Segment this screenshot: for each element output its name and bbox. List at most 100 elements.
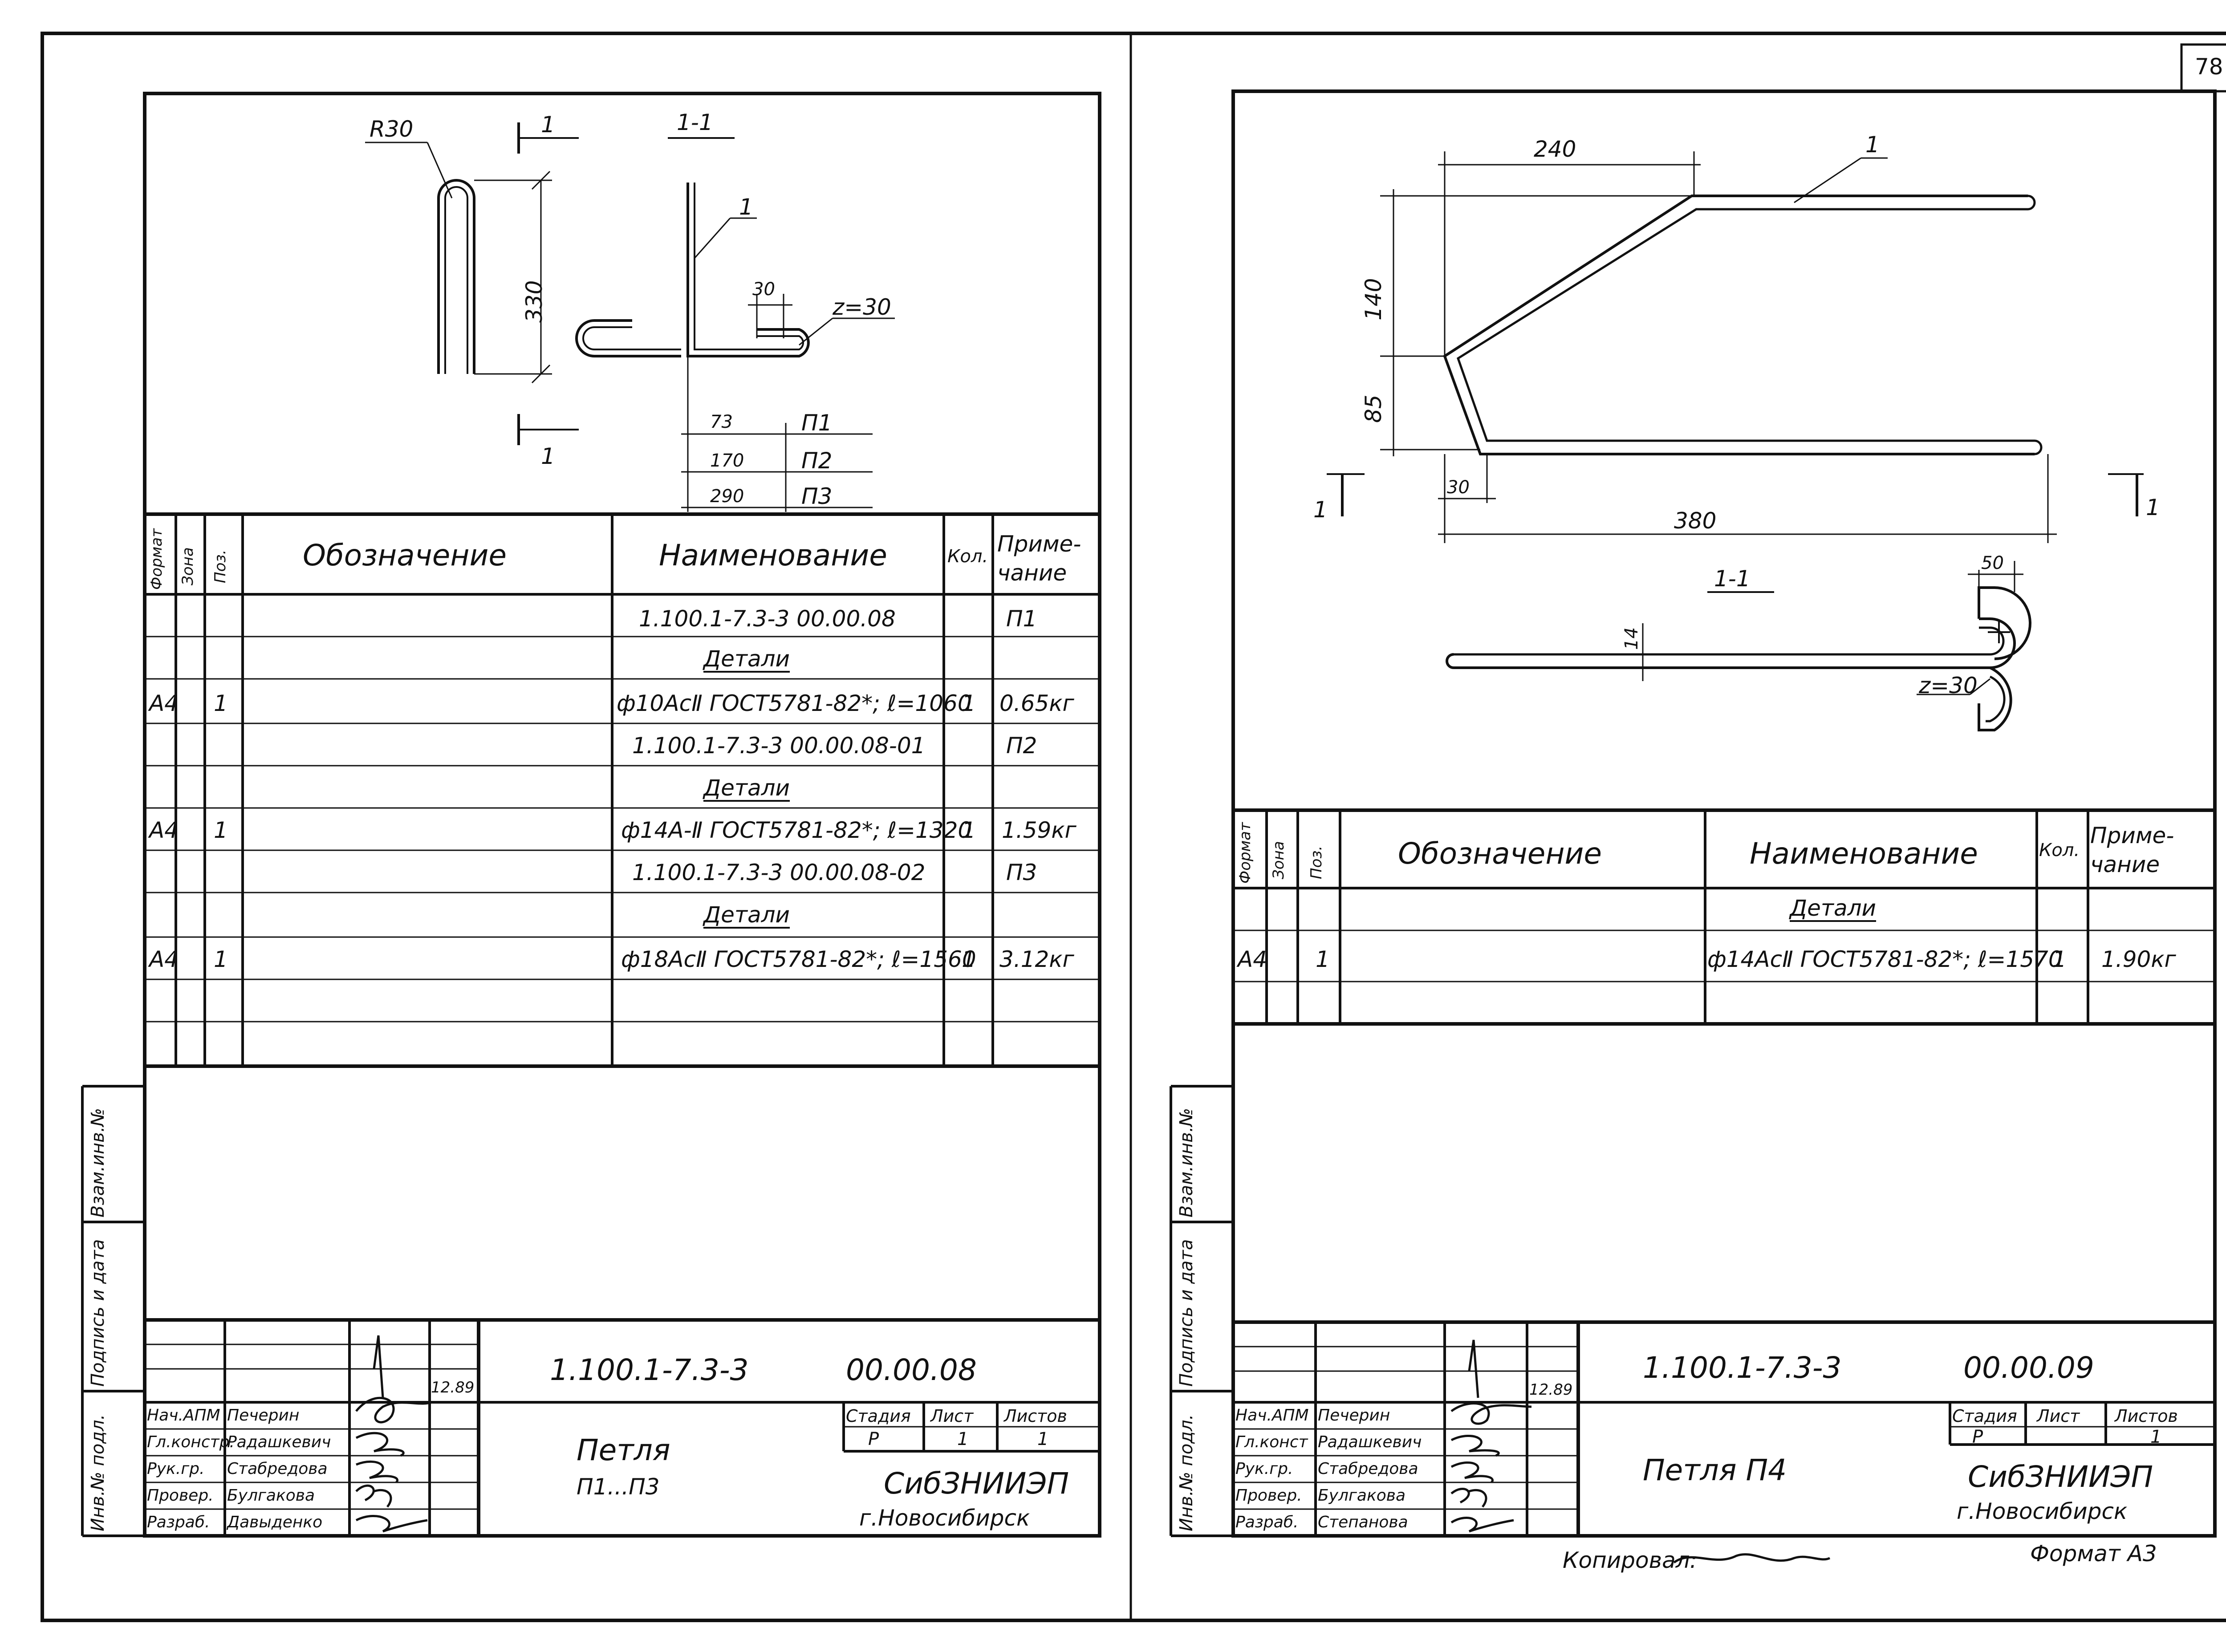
- drawing-title: Петля: [577, 1433, 670, 1467]
- person-name: Радашкевич: [1318, 1433, 1422, 1451]
- org-city: г.Новосибирск: [1957, 1498, 2128, 1524]
- sheet-header: Лист: [930, 1406, 974, 1426]
- position-leader: 1: [1865, 132, 1880, 158]
- position-leader: 1: [739, 194, 753, 220]
- header-name: Наименование: [659, 538, 887, 572]
- bend-label: z=30: [1919, 673, 1978, 698]
- row-name: ф14А-Ⅱ ГОСТ5781-82*; ℓ=1320: [621, 817, 972, 843]
- row-qty: 1: [2052, 946, 2067, 972]
- dim-170: 170: [710, 451, 744, 471]
- row-note: 0.65кг: [999, 690, 1074, 716]
- section-header: Детали: [703, 902, 790, 928]
- signatures: [355, 1335, 1831, 1564]
- role: Провер.: [147, 1486, 214, 1505]
- dim-140: 140: [1361, 278, 1386, 321]
- section-mark-right: 1: [2146, 495, 2160, 520]
- org-name: СибЗНИИЭП: [884, 1466, 1069, 1501]
- dim-330: 330: [521, 280, 547, 323]
- row-qty: 1: [962, 690, 976, 716]
- row-format: А4: [149, 690, 179, 716]
- stage-header: Стадия: [1952, 1406, 2017, 1426]
- header-designation: Обозначение: [303, 538, 507, 572]
- doc-number: 00.00.09: [1963, 1351, 2094, 1385]
- side-label-inv-zam: Взам.инв.№: [1176, 1108, 1197, 1218]
- sheet-value: 1: [957, 1429, 969, 1449]
- dim-30: 30: [1447, 477, 1470, 498]
- row-note: 1.90кг: [2101, 946, 2176, 972]
- doc-code: 1.100.1-7.3-3: [1643, 1351, 1842, 1385]
- header-note: Приме- чание: [997, 531, 1081, 586]
- row-note: П1: [1006, 606, 1037, 632]
- drawing-subtitle: П1...П3: [577, 1474, 660, 1500]
- section-mark-top: 1: [541, 112, 555, 138]
- header-qty: Кол.: [947, 546, 988, 567]
- dim-240: 240: [1534, 136, 1576, 162]
- bend-label: z=30: [833, 294, 891, 320]
- person-name: Стабредова: [227, 1460, 328, 1478]
- row-format: А4: [149, 817, 179, 843]
- section-title: 1-1: [677, 110, 713, 135]
- section-header: Детали: [703, 646, 790, 672]
- role: Нач.АПМ: [147, 1406, 220, 1425]
- side-label-sign-date: Подпись и дата: [1176, 1239, 1197, 1387]
- stage-value: Р: [1972, 1427, 1983, 1447]
- section-title: 1-1: [1714, 566, 1751, 592]
- sheets-value: 1: [1037, 1429, 1049, 1449]
- row-name: 1.100.1-7.3-3 00.00.08-02: [632, 860, 926, 885]
- person-name: Радашкевич: [227, 1433, 331, 1451]
- side-label-inv-podl: Инв.№ подл.: [88, 1414, 108, 1531]
- label-p3: П3: [801, 483, 833, 509]
- role: Разраб.: [147, 1513, 210, 1531]
- side-label-inv-podl: Инв.№ подл.: [1176, 1414, 1197, 1531]
- row-note: П3: [1006, 860, 1037, 885]
- role: Гл.конст: [1235, 1433, 1308, 1451]
- dim-73: 73: [710, 412, 733, 432]
- sheets-header: Листов: [1004, 1406, 1067, 1426]
- stage-header: Стадия: [846, 1406, 911, 1426]
- date: 12.89: [1529, 1381, 1573, 1399]
- page-number: 78: [2195, 54, 2223, 80]
- header-format: Формат: [1236, 822, 1254, 884]
- header-pos: Поз.: [211, 549, 229, 583]
- sheet-header: Лист: [2037, 1406, 2080, 1426]
- header-zone: Зона: [179, 547, 197, 585]
- format-label: Формат А3: [2030, 1541, 2157, 1567]
- doc-number: 00.00.08: [846, 1353, 977, 1387]
- header-note: Приме- чание: [2090, 823, 2174, 877]
- dim-30: 30: [752, 279, 775, 300]
- header-qty: Кол.: [2039, 840, 2080, 861]
- row-name: ф10АсⅡ ГОСТ5781-82*; ℓ=1060: [617, 690, 972, 716]
- copied-label: Копировал:: [1563, 1547, 1698, 1573]
- role: Провер.: [1235, 1486, 1302, 1505]
- dim-290: 290: [710, 486, 744, 507]
- org-city: г.Новосибирск: [859, 1505, 1030, 1531]
- header-format: Формат: [148, 528, 166, 590]
- right-frame: [1231, 89, 2217, 1538]
- drawing-title: Петля П4: [1643, 1453, 1787, 1487]
- section-header: Детали: [703, 775, 790, 801]
- role: Рук.гр.: [147, 1460, 205, 1478]
- doc-code: 1.100.1-7.3-3: [550, 1353, 749, 1387]
- row-qty: 1: [962, 817, 976, 843]
- org-name: СибЗНИИЭП: [1968, 1460, 2153, 1494]
- header-name: Наименование: [1750, 836, 1978, 871]
- row-note: П2: [1006, 733, 1037, 759]
- loop-p4-plan: [1443, 195, 2035, 455]
- dim-85: 85: [1361, 394, 1386, 423]
- section-mark-left: 1: [1313, 497, 1328, 523]
- role: Рук.гр.: [1235, 1460, 1293, 1478]
- row-pos: 1: [214, 817, 228, 843]
- person-name: Степанова: [1318, 1513, 1408, 1531]
- radius-label: R30: [370, 116, 414, 142]
- dim-50: 50: [1981, 553, 2004, 573]
- row-note: 3.12кг: [999, 946, 1074, 972]
- side-label-inv-zam: Взам.инв.№: [88, 1108, 108, 1218]
- person-name: Печерин: [1318, 1406, 1390, 1425]
- person-name: Булгакова: [1318, 1486, 1406, 1505]
- sheets-header: Листов: [2115, 1406, 2178, 1426]
- row-note: 1.59кг: [1002, 817, 1076, 843]
- row-name: 1.100.1-7.3-3 00.00.08: [639, 606, 896, 632]
- person-name: Стабредова: [1318, 1460, 1418, 1478]
- section-header: Детали: [1790, 895, 1877, 921]
